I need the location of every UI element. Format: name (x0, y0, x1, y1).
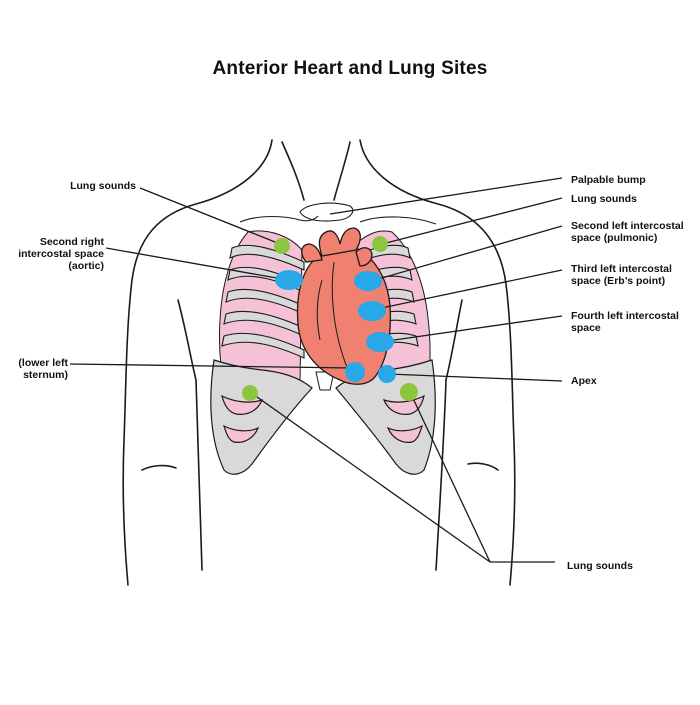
leader-lines (69, 177, 563, 563)
label-lung-sounds-upper-left: Lung sounds (20, 180, 136, 192)
leader-second-right-aortic (105, 247, 289, 281)
label-line-1: (lower left (18, 357, 68, 369)
label-line-1: Fourth left intercostal (571, 310, 679, 322)
left-inner-arm-outline (177, 299, 197, 381)
right-inner-arm-outline (445, 299, 463, 381)
right-floating-rib-2 (386, 424, 424, 443)
right-elbow-crease (467, 462, 499, 471)
left-ribcage (221, 244, 305, 359)
left-waist-outline (195, 379, 203, 571)
label-text: Lung sounds (70, 180, 136, 192)
label-text: Lung sounds (571, 193, 637, 205)
leader-fourth-left (379, 315, 563, 343)
right-neck-line (333, 141, 351, 201)
leader-third-left-erb (371, 269, 563, 311)
left-shoulder-arm-outline (122, 139, 273, 586)
label-lung-sounds-upper-right: Lung sounds (571, 193, 696, 205)
heart-vessel-left (301, 243, 323, 263)
label-line-1: Second left intercostal (571, 220, 684, 232)
label-line-2: sternum) (23, 369, 68, 381)
left-rib-5 (221, 332, 305, 359)
label-apex: Apex (571, 375, 696, 387)
right-clavicle (359, 216, 437, 225)
leader-lung-sounds-upper-right (381, 197, 563, 245)
leader-second-left-pulmonic (367, 225, 563, 283)
sternal-notch (299, 202, 354, 222)
left-floating-rib-1 (221, 394, 264, 415)
label-line-1: Third left intercostal (571, 263, 672, 275)
right-shoulder-arm-outline (359, 139, 516, 586)
label-text: Lung sounds (567, 560, 633, 572)
heart-groove-2 (316, 279, 323, 341)
site-third-left-erb (358, 301, 386, 321)
site-second-right-aortic (275, 270, 303, 290)
label-lung-sounds-lower: Lung sounds (567, 560, 692, 572)
page-title: Anterior Heart and Lung Sites (212, 58, 488, 79)
left-neck-line (281, 141, 305, 201)
leader-lung-sounds-lower-b (409, 391, 491, 563)
left-lower-ribs (210, 359, 313, 475)
site-lung-sounds-upper-right (372, 236, 388, 252)
label-line-2: space (571, 322, 601, 334)
label-line-2: space (Erb’s point) (571, 275, 666, 287)
leader-palpable-bump (329, 177, 563, 215)
label-line-3: (aortic) (68, 260, 104, 272)
site-apex (378, 365, 396, 383)
site-lung-sounds-upper-left (274, 238, 290, 254)
label-lower-left-sternum: (lower left sternum) (6, 357, 68, 381)
label-second-left-intercostal: Second left intercostal space (pulmonic) (571, 220, 696, 244)
body-outline (122, 139, 516, 586)
left-rib-1 (229, 244, 305, 271)
label-palpable-bump: Palpable bump (571, 174, 696, 186)
clavicles (239, 202, 437, 225)
site-lung-sounds-lower-right (400, 383, 418, 401)
site-second-left-pulmonic (354, 271, 382, 291)
label-text: Apex (571, 375, 597, 387)
site-fourth-left (366, 332, 394, 352)
label-line-2: space (pulmonic) (571, 232, 658, 244)
label-line-2: intercostal space (18, 248, 104, 260)
leader-lower-left-sternum (69, 363, 353, 369)
label-line-1: Second right (39, 236, 104, 248)
site-lung-sounds-lower-left (242, 385, 258, 401)
aorta-arch (318, 227, 361, 257)
label-third-left-intercostal: Third left intercostal space (Erb’s poin… (571, 263, 696, 287)
label-fourth-left-intercostal: Fourth left intercostal space (571, 310, 696, 334)
left-floating-rib-2 (222, 424, 260, 443)
auscultation-sites (242, 236, 418, 401)
left-clavicle (239, 215, 319, 223)
heart-groove (331, 261, 349, 371)
label-second-right-intercostal: Second right intercostal space (aortic) (10, 236, 104, 272)
leader-apex (387, 373, 563, 382)
heart-vessel-right (355, 247, 373, 267)
left-elbow-crease (141, 464, 177, 471)
label-text: Palpable bump (571, 174, 646, 186)
site-lower-left-sternum (345, 362, 365, 382)
right-waist-outline (435, 379, 447, 571)
leader-lung-sounds-lower-a (249, 391, 491, 563)
leader-lung-sounds-upper-left (139, 187, 281, 245)
